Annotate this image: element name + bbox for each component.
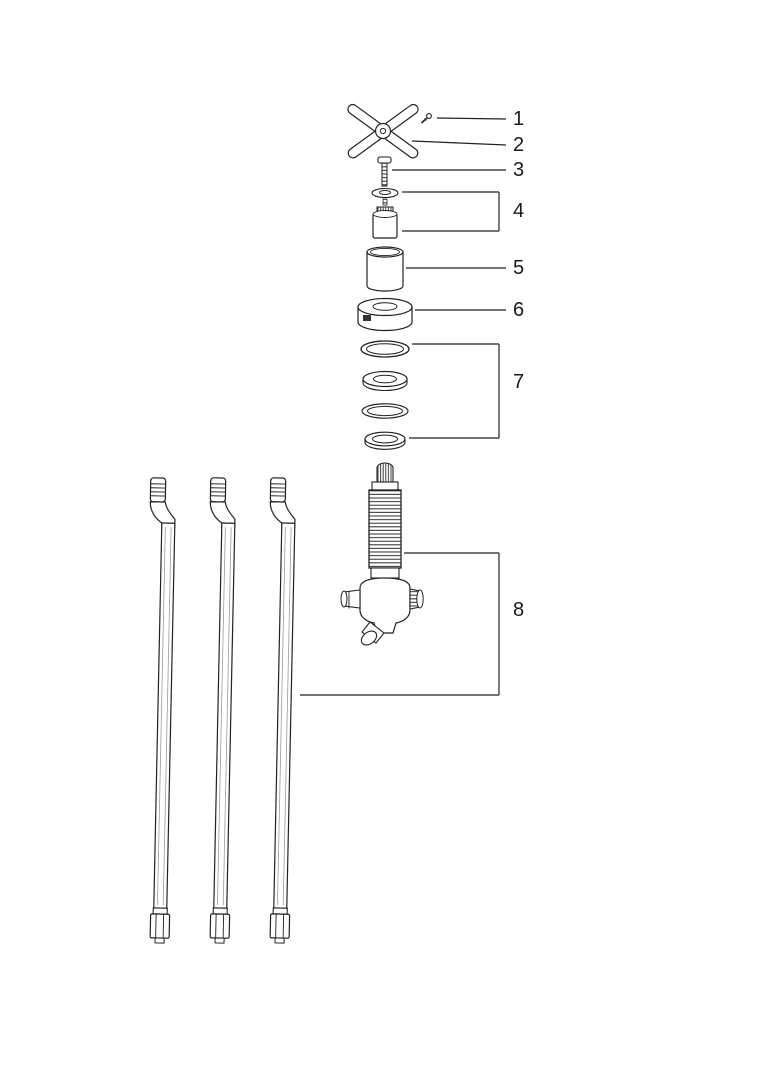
- hose-3: [260, 477, 300, 944]
- leader-2: [411, 140, 507, 146]
- part-6-escutcheon-ring: [357, 297, 413, 332]
- part-5-sleeve: [366, 246, 404, 292]
- callout-label-6: 6: [513, 299, 524, 321]
- hose-1: [140, 477, 180, 944]
- part-7-washers: [360, 340, 410, 450]
- callout-label-4: 4: [513, 200, 524, 222]
- part-3-screw: [377, 156, 392, 187]
- callout-label-8: 8: [513, 599, 524, 621]
- bracket-7: [409, 343, 500, 439]
- set-screw: [363, 315, 371, 321]
- part-4-cap-and-adapter: [371, 187, 399, 239]
- hose-2: [200, 477, 240, 944]
- callout-label-2: 2: [513, 134, 524, 156]
- callout-label-5: 5: [513, 257, 524, 279]
- callout-label-7: 7: [513, 371, 524, 393]
- callout-label-1: 1: [513, 108, 524, 130]
- leader-lines: [300, 117, 507, 696]
- bracket-4: [402, 191, 500, 232]
- part-1-screw: [420, 113, 432, 124]
- callout-label-3: 3: [513, 159, 524, 181]
- leader-1: [436, 117, 507, 120]
- part-2-cross-handle: [347, 103, 419, 159]
- bracket-8: [300, 552, 500, 696]
- part-8-valve-body: [340, 462, 424, 646]
